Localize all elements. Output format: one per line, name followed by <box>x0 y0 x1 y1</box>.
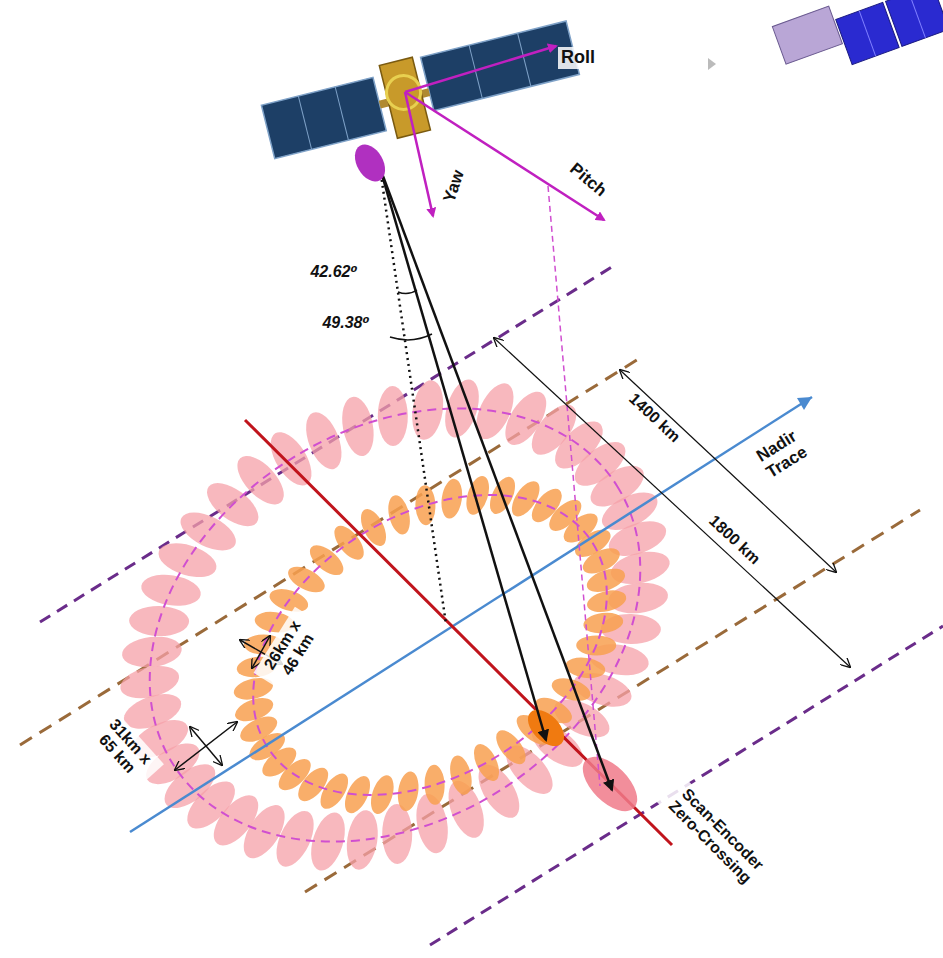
footprint <box>424 764 445 805</box>
line-label: Scan-Encoder Zero-Crossing <box>653 773 779 899</box>
dimension-label: 1800 km <box>703 509 767 571</box>
trace-label: Nadir Trace <box>739 418 824 492</box>
axis-label: Pitch <box>563 157 613 203</box>
footprint <box>299 407 349 474</box>
footprint <box>415 485 436 526</box>
angle-label: 49.38⁰ <box>319 313 372 333</box>
angle-label: 42.62⁰ <box>307 262 360 282</box>
footprint <box>559 508 603 548</box>
footprint <box>343 808 382 872</box>
footprint <box>117 661 182 704</box>
footprint <box>385 493 414 537</box>
dimension-label: 1400 km <box>623 387 687 449</box>
footprint <box>469 740 504 785</box>
axis-label: Yaw <box>439 164 471 208</box>
axis-label: Roll <box>558 47 598 69</box>
footprint-size: 26km x 46 km <box>254 607 327 693</box>
footprint-size: 31km x 65 km <box>84 707 164 790</box>
footprint <box>447 753 476 797</box>
footprint <box>120 634 183 670</box>
footprint <box>356 505 391 550</box>
footprint <box>377 386 408 446</box>
